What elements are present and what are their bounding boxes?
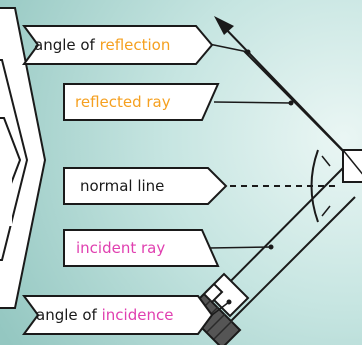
pointer-dot-2	[288, 100, 294, 106]
angle-tick-bottom	[321, 205, 331, 217]
pointer-incident-ray	[208, 246, 272, 249]
label-angle-of-incidence: angle of incidence	[22, 295, 214, 335]
pointer-dot-4	[226, 299, 232, 305]
label-prefix-2: angle of	[36, 306, 102, 324]
pointer-angle-of-reflection	[208, 43, 249, 53]
left-panel-box	[0, 174, 12, 226]
label-text-normal-line: normal line	[80, 177, 164, 195]
label-prefix: angle of	[34, 36, 100, 54]
angle-arc	[310, 149, 319, 223]
pointer-dot-3	[268, 244, 274, 250]
label-keyword-incidence: incidence	[102, 306, 174, 324]
svg-text:angle of incidence: angle of incidence	[36, 306, 173, 324]
label-normal-line: normal line	[63, 167, 228, 205]
incident-ray-line-2	[226, 196, 356, 326]
label-incident-ray: incident ray	[63, 229, 220, 267]
label-keyword-reflection: reflection	[100, 36, 171, 54]
label-text-incident-ray: incident ray	[76, 239, 165, 257]
pointer-angle-of-incidence	[211, 301, 230, 316]
label-text-reflected-ray: reflected ray	[75, 93, 171, 111]
label-angle-of-reflection: angle of reflection	[22, 25, 214, 65]
pointer-dot-1	[245, 49, 251, 55]
svg-text:angle of reflection: angle of reflection	[34, 36, 170, 54]
reflected-ray-line-2	[243, 50, 346, 154]
angle-tick-top	[321, 155, 331, 167]
label-reflected-ray: reflected ray	[63, 83, 220, 121]
arrowhead-icon	[214, 16, 234, 35]
pointer-reflected-ray	[213, 101, 292, 104]
mirror-icon	[342, 149, 362, 183]
